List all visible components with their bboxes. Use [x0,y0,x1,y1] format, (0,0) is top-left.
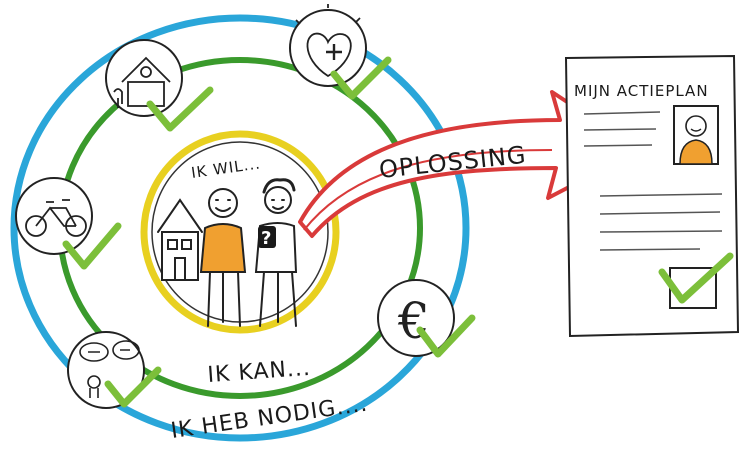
chat-medallion [67,331,162,409]
euro-medallion: € [377,279,476,358]
bike-check-icon [62,222,122,270]
action-plan-title: MIJN ACTIEPLAN [574,82,709,100]
action-plan-document: MIJN ACTIEPLAN [564,54,740,338]
center-illustration: ? [157,178,298,327]
chat-check-icon [104,366,162,408]
outer-ring-blue [10,14,470,442]
speech-bubbles-icon [79,340,140,398]
heart-plus-icon [295,4,361,78]
euro-check-icon [416,314,476,358]
center-house-icon [157,198,203,281]
question-mark-icon: ? [258,226,276,249]
bike-medallion [15,177,122,270]
tandem-bike-icon [25,199,87,237]
avatar [673,105,719,165]
house-icon [113,56,171,108]
middle-ring-label: IK KAN... [207,356,312,388]
house-check-icon [146,86,214,132]
plan-check-icon [658,252,734,304]
health-medallion [289,4,392,100]
svg-text:?: ? [261,228,271,249]
health-check-icon [330,56,392,100]
person-orange-shirt [199,188,247,327]
person-question [254,178,298,327]
house-medallion [105,39,214,132]
